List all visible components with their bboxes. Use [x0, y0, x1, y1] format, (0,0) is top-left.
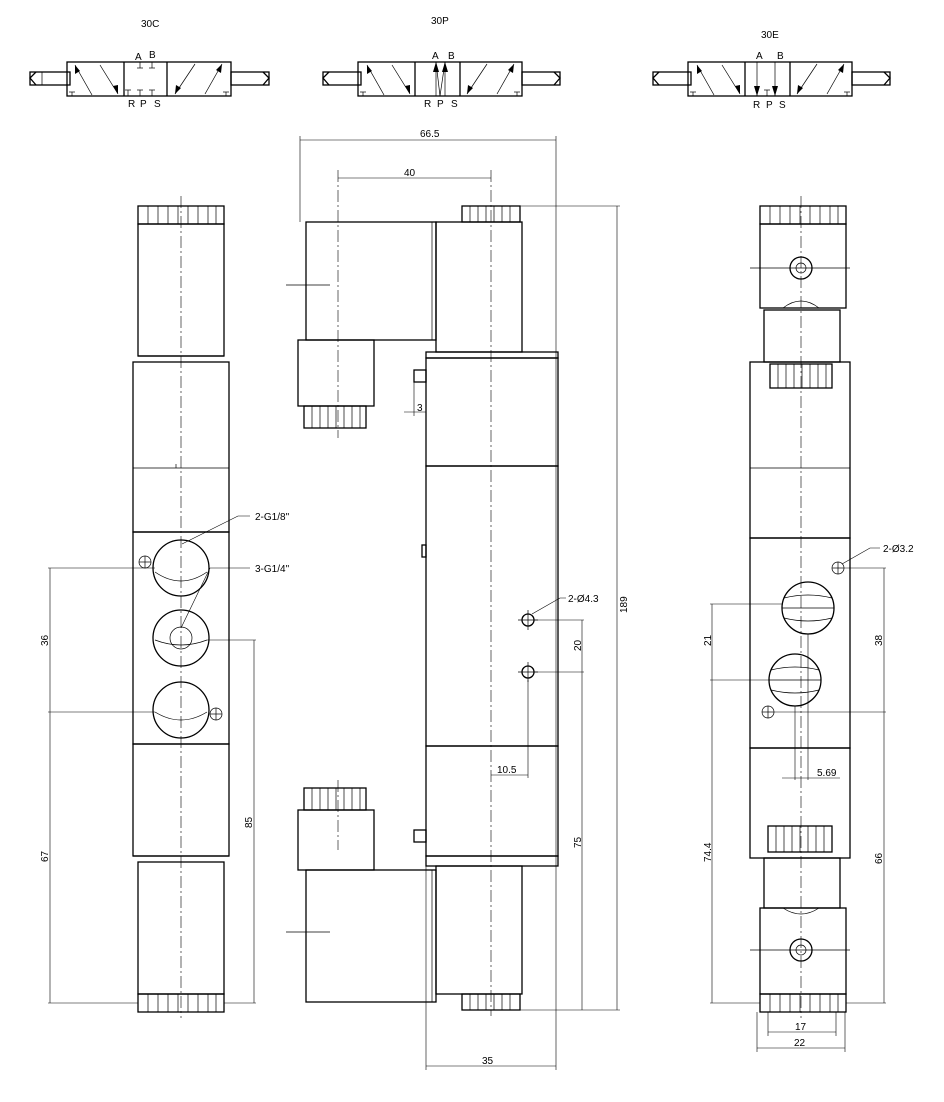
dim-height-38: 38 [874, 634, 885, 646]
callout-g18: 2-G1/8" [255, 512, 290, 523]
dim-mount-20: 20 [573, 639, 584, 651]
dim-height-74-4: 74.4 [703, 842, 714, 862]
callout-hole-4-3: 2-Ø4.3 [568, 594, 599, 605]
dim-width-66-5: 66.5 [420, 129, 440, 140]
dim-offset-10-5: 10.5 [497, 765, 517, 776]
port-b-label: B [777, 51, 784, 62]
port-s-label: S [451, 99, 458, 110]
symbol-30c-title: 30C [141, 19, 159, 30]
port-p-label: P [140, 99, 147, 110]
dim-port-pitch-36: 36 [40, 634, 51, 646]
callout-g14: 3-G1/4" [255, 564, 290, 575]
port-r-label: R [128, 99, 135, 110]
port-b-label: B [448, 51, 455, 62]
dimension-labels: 66.5 40 3 189 20 10.5 75 35 36 67 85 21 … [40, 129, 914, 1067]
dim-height-85: 85 [244, 816, 255, 828]
port-a-label: A [432, 51, 439, 62]
port-r-label: R [424, 99, 431, 110]
symbol-30e-title: 30E [761, 30, 779, 41]
dim-height-189: 189 [619, 596, 630, 613]
right-end-view [710, 196, 886, 1052]
dim-gap-3: 3 [417, 403, 423, 414]
dim-width-22: 22 [794, 1038, 806, 1049]
port-p-label: P [437, 99, 444, 110]
dim-width-35: 35 [482, 1056, 494, 1067]
dim-height-66: 66 [874, 852, 885, 864]
port-p-label: P [766, 100, 773, 111]
callout-hole-3-2: 2-Ø3.2 [883, 544, 914, 555]
port-s-label: S [779, 100, 786, 111]
port-a-label: A [756, 51, 763, 62]
middle-side-view [286, 136, 620, 1070]
dim-offset-5-69: 5.69 [817, 768, 837, 779]
symbol-30e: 30E A B R P S [652, 30, 891, 111]
port-s-label: S [154, 99, 161, 110]
dim-width-17: 17 [795, 1022, 807, 1033]
dim-coil-40: 40 [404, 168, 416, 179]
symbol-30c: 30C A B R P S [29, 19, 270, 110]
left-front-view [48, 196, 256, 1018]
symbol-30p-title: 30P [431, 16, 449, 27]
port-a-label: A [135, 52, 142, 63]
dim-height-75: 75 [573, 836, 584, 848]
port-b-label: B [149, 50, 156, 61]
symbol-30p: 30P A B R P S [322, 16, 561, 110]
dim-port-pitch-21: 21 [703, 634, 714, 646]
port-r-label: R [753, 100, 760, 111]
dim-height-67: 67 [40, 850, 51, 862]
